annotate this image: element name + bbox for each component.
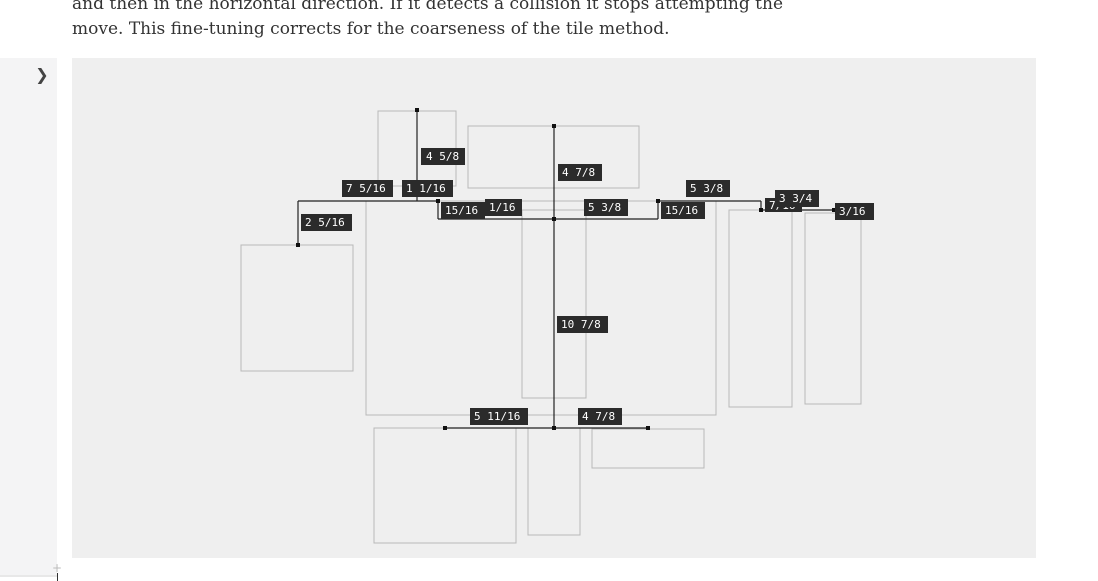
endpoint-dot	[443, 426, 447, 430]
dimension-label: 10 7/8	[557, 316, 608, 333]
endpoint-dot	[552, 217, 556, 221]
endpoint-dot	[646, 426, 650, 430]
svg-text:4 7/8: 4 7/8	[582, 410, 615, 423]
dimension-label: 5 3/8	[584, 199, 628, 216]
dimension-label: 1/16	[485, 199, 522, 216]
chevron-right-icon[interactable]: ❯	[35, 64, 49, 84]
svg-text:2 5/16: 2 5/16	[305, 216, 345, 229]
dot-group	[296, 108, 836, 430]
box	[240, 244, 354, 372]
dimension-label: 4 5/8	[421, 148, 465, 165]
svg-text:5 3/8: 5 3/8	[588, 201, 621, 214]
dimension-label: 2 5/16	[301, 214, 352, 231]
layout-diagram: 4 5/8 7 5/16 1 1/16 2 5/16 15/16 1/16 4 …	[240, 108, 874, 544]
endpoint-dot	[296, 243, 300, 247]
box-group	[240, 110, 862, 544]
box	[804, 212, 862, 405]
body-paragraph: and then in the horizontal direction. If…	[72, 0, 784, 42]
dimension-label: 3 3/4	[775, 190, 819, 207]
svg-text:7 5/16: 7 5/16	[346, 182, 386, 195]
svg-text:3 3/4: 3 3/4	[779, 192, 812, 205]
dimension-label: 5 11/16	[470, 408, 528, 425]
dimension-label: 7 5/16	[342, 180, 393, 197]
cell-gutter	[0, 58, 57, 577]
label-group: 4 5/8 7 5/16 1 1/16 2 5/16 15/16 1/16 4 …	[301, 148, 874, 425]
box	[373, 427, 517, 544]
dimension-label: 3/16	[835, 203, 874, 220]
svg-text:4 7/8: 4 7/8	[562, 166, 595, 179]
dimension-label: 15/16	[661, 202, 705, 219]
divider	[0, 575, 57, 577]
endpoint-dot	[832, 208, 836, 212]
add-cell-icon[interactable]: +	[52, 561, 63, 575]
svg-text:1 1/16: 1 1/16	[406, 182, 446, 195]
svg-text:15/16: 15/16	[445, 204, 478, 217]
box	[591, 428, 705, 469]
svg-text:5 11/16: 5 11/16	[474, 410, 520, 423]
svg-text:5 3/8: 5 3/8	[690, 182, 723, 195]
endpoint-dot	[656, 199, 660, 203]
svg-text:10 7/8: 10 7/8	[561, 318, 601, 331]
dimension-label: 5 3/8	[686, 180, 730, 197]
endpoint-dot	[552, 124, 556, 128]
box	[527, 427, 581, 536]
box	[728, 209, 793, 408]
dimension-label: 4 7/8	[558, 164, 602, 181]
paragraph-line-1: and then in the horizontal direction. If…	[72, 0, 784, 14]
endpoint-dot	[759, 208, 763, 212]
svg-text:3/16: 3/16	[839, 205, 866, 218]
svg-text:15/16: 15/16	[665, 204, 698, 217]
dimension-label: 15/16	[441, 202, 485, 219]
dimension-label: 1 1/16	[402, 180, 453, 197]
endpoint-dot	[552, 426, 556, 430]
paragraph-line-2: move. This fine-tuning corrects for the …	[72, 19, 670, 39]
diagram-canvas: 4 5/8 7 5/16 1 1/16 2 5/16 15/16 1/16 4 …	[72, 58, 1036, 558]
endpoint-dot	[415, 108, 419, 112]
text-cursor	[57, 573, 58, 581]
dimension-label: 4 7/8	[578, 408, 622, 425]
box	[365, 200, 717, 416]
svg-text:1/16: 1/16	[489, 201, 516, 214]
endpoint-dot	[436, 199, 440, 203]
svg-text:4 5/8: 4 5/8	[426, 150, 459, 163]
